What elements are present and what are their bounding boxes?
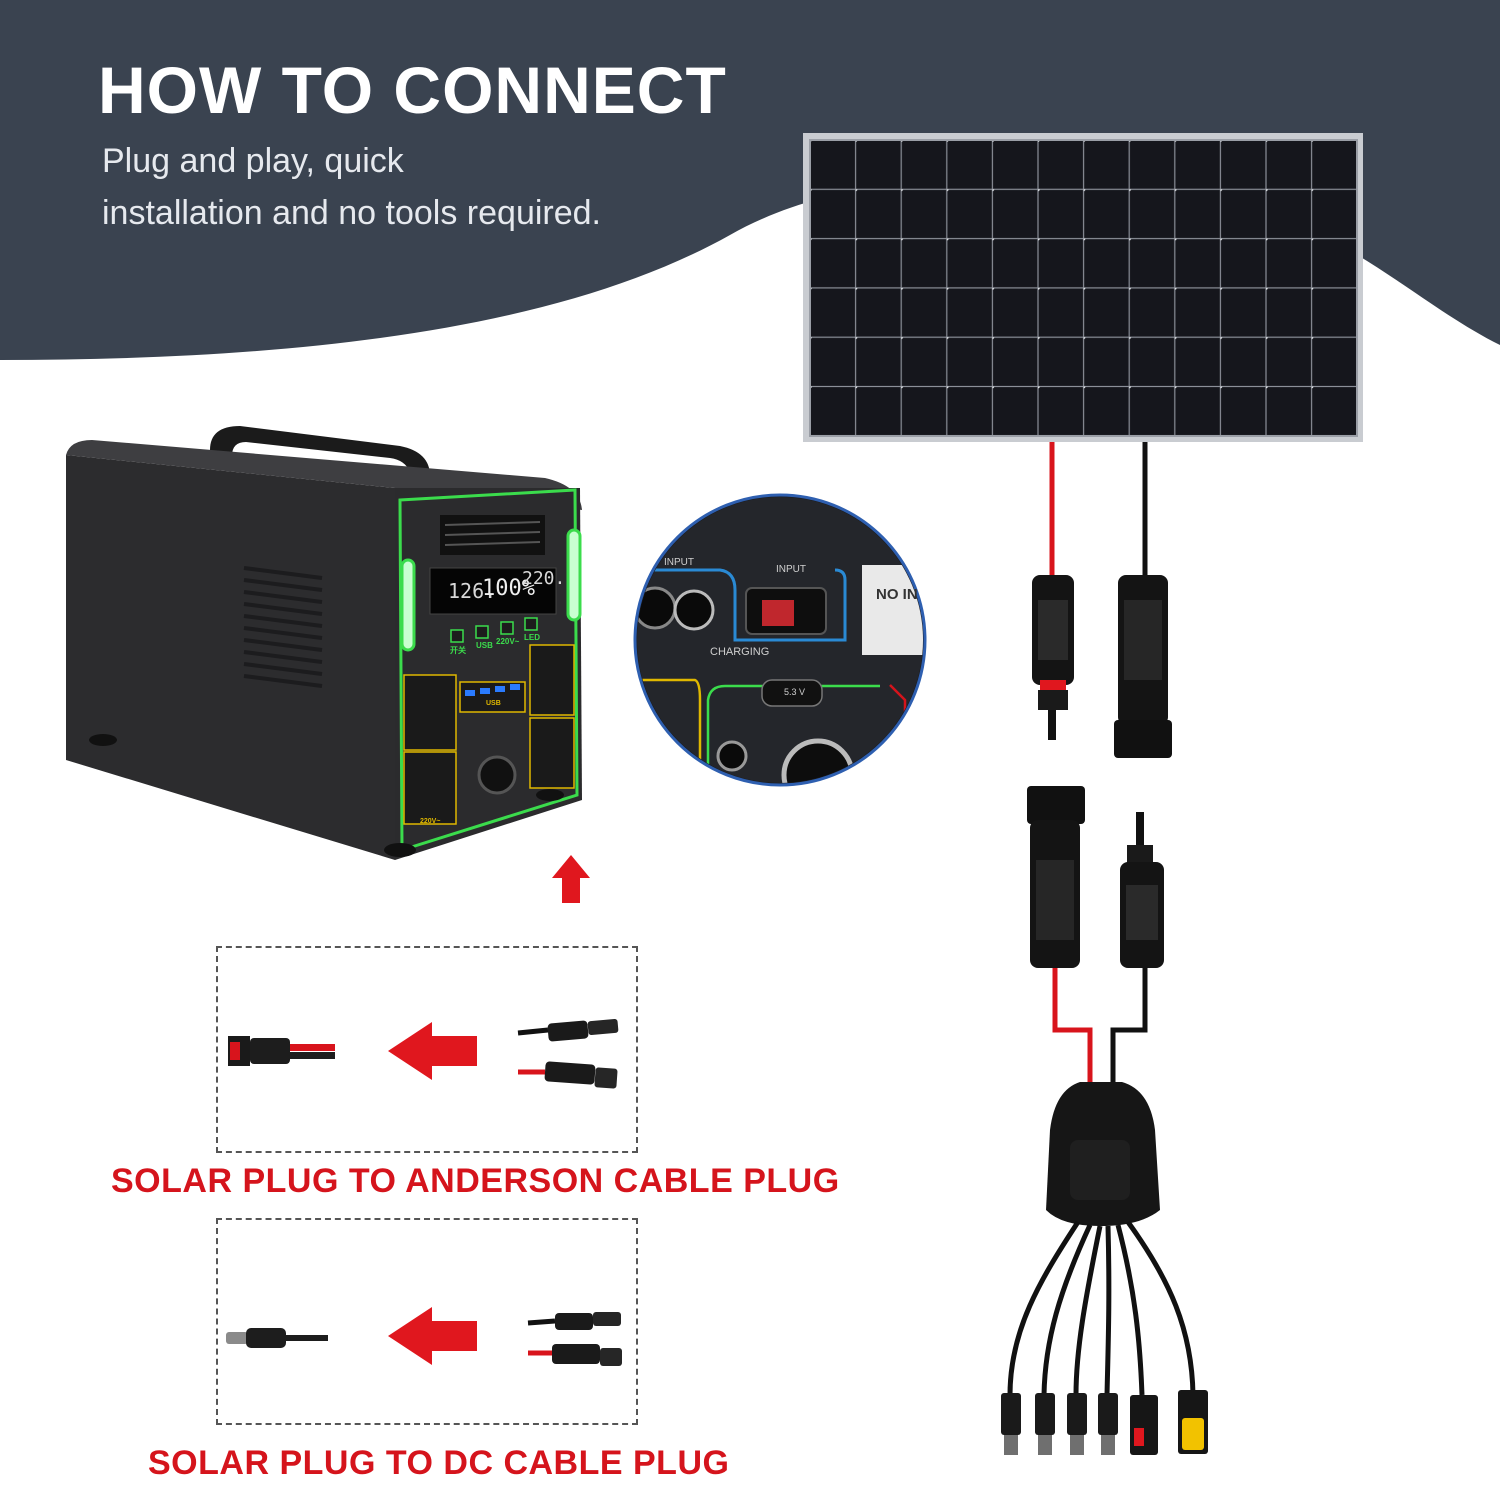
header-band: [0, 0, 1500, 360]
splitter-leads: [1007, 1220, 1196, 1396]
anderson-conversion-box: [216, 946, 638, 1153]
power-station: [66, 426, 582, 860]
display-battery-percent: 100%: [482, 576, 535, 601]
subtitle-line-2: installation and no tools required.: [102, 194, 601, 232]
button-label-ac: 220V~: [496, 637, 520, 646]
usb-port-label: USB: [486, 700, 501, 707]
zoom-charging-label: CHARGING: [710, 646, 770, 658]
subtitle-line-1: Plug and play, quick: [102, 142, 404, 180]
zoom-voltage-label: 5.3 V: [784, 687, 806, 697]
outlet-label: 220V~: [420, 818, 441, 825]
mc4-pair-icon-2: [527, 1312, 622, 1366]
solar-panel: [803, 133, 1363, 442]
input-port-zoom: [633, 493, 927, 787]
zoom-card-text: NO IN: [876, 586, 918, 603]
splitter-plugs: [1001, 1390, 1208, 1455]
display-right-value: 220.: [522, 568, 566, 589]
anderson-plug: [228, 1036, 335, 1066]
left-arrow-1: [388, 1022, 477, 1080]
mc4-pair-icon-1: [517, 1018, 619, 1089]
mc4-connector-pair-lower: [1027, 786, 1164, 968]
button-label-led: LED: [524, 633, 540, 642]
mc4-connector-pair-upper: [1032, 575, 1172, 758]
button-label-usb: USB: [476, 641, 493, 650]
button-label-power: 开关: [450, 646, 466, 655]
caption-dc: SOLAR PLUG TO DC CABLE PLUG: [148, 1444, 730, 1482]
display-left-value: 126.: [448, 579, 497, 603]
page-title: HOW TO CONNECT: [98, 53, 727, 127]
splitter-hub: [1046, 1082, 1160, 1226]
left-arrow-2: [388, 1307, 477, 1365]
dc-plug: [226, 1328, 328, 1348]
up-arrow: [552, 855, 590, 903]
zoom-input-label-2: INPUT: [776, 564, 806, 575]
dc-conversion-box: [216, 1218, 638, 1425]
zoom-input-label-1: INPUT: [664, 557, 694, 568]
caption-anderson: SOLAR PLUG TO ANDERSON CABLE PLUG: [111, 1162, 840, 1200]
